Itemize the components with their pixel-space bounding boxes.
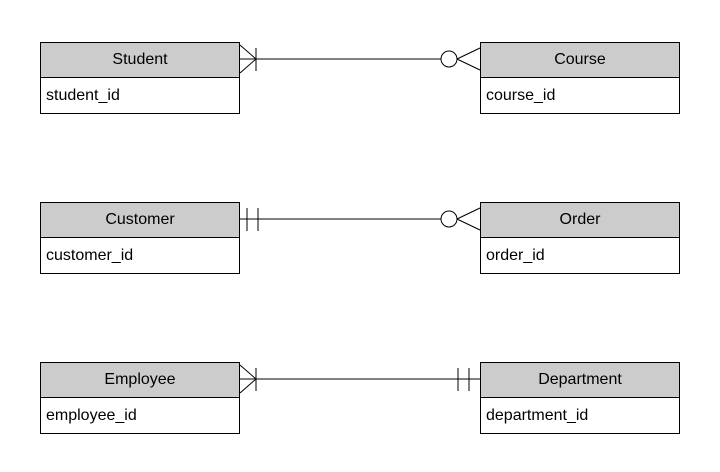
- zero-circle-icon: [440, 210, 458, 228]
- relationship-student-course: [239, 44, 481, 74]
- entity-attribute-course-id: course_id: [481, 78, 679, 113]
- entity-course: Course course_id: [480, 42, 680, 114]
- relationship-customer-order: [240, 207, 481, 231]
- entity-order: Order order_id: [480, 202, 680, 274]
- entity-title-department: Department: [481, 363, 679, 398]
- zero-circle-icon: [440, 50, 458, 68]
- entity-attribute-customer-id: customer_id: [41, 238, 239, 273]
- crows-foot-many-icon: [239, 364, 257, 394]
- entity-attribute-department-id: department_id: [481, 398, 679, 433]
- entity-attribute-order-id: order_id: [481, 238, 679, 273]
- entity-title-order: Order: [481, 203, 679, 238]
- entity-title-customer: Customer: [41, 203, 239, 238]
- crows-foot-many-icon: [456, 47, 481, 71]
- relationship-employee-department: [239, 364, 480, 394]
- entity-title-employee: Employee: [41, 363, 239, 398]
- crows-foot-many-icon: [456, 207, 481, 231]
- entity-title-course: Course: [481, 43, 679, 78]
- crows-foot-many-icon: [239, 44, 257, 74]
- entity-attribute-student-id: student_id: [41, 78, 239, 113]
- entity-attribute-employee-id: employee_id: [41, 398, 239, 433]
- entity-employee: Employee employee_id: [40, 362, 240, 434]
- entity-title-student: Student: [41, 43, 239, 78]
- entity-customer: Customer customer_id: [40, 202, 240, 274]
- entity-student: Student student_id: [40, 42, 240, 114]
- entity-department: Department department_id: [480, 362, 680, 434]
